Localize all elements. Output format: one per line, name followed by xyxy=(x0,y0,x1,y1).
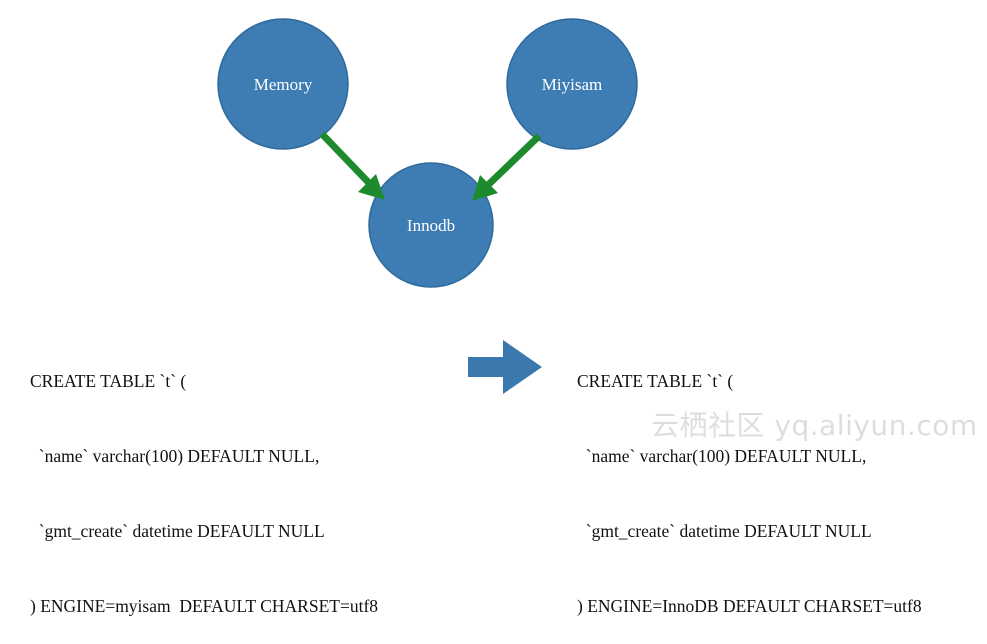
code-line: `gmt_create` datetime DEFAULT NULL xyxy=(577,521,872,541)
miyisam-node xyxy=(506,18,638,150)
create-table-innodb-code: CREATE TABLE `t` ( `name` varchar(100) D… xyxy=(577,319,922,644)
memory-to-innodb-arrow-head xyxy=(358,174,385,200)
engine-migration-diagram: Memory Miyisam Innodb xyxy=(217,18,638,394)
code-line: CREATE TABLE `t` ( xyxy=(577,371,734,391)
site-watermark: 云栖社区 yq.aliyun.com xyxy=(651,409,978,442)
memory-node-label: Memory xyxy=(254,75,313,94)
memory-node xyxy=(217,18,349,150)
transform-arrow xyxy=(468,340,542,394)
code-line: `name` varchar(100) DEFAULT NULL, xyxy=(30,446,320,466)
miyisam-to-innodb-arrow-head xyxy=(472,175,498,201)
code-line: `gmt_create` datetime DEFAULT NULL xyxy=(30,521,325,541)
miyisam-to-innodb-arrow-shaft xyxy=(485,133,542,188)
miyisam-node-label: Miyisam xyxy=(542,75,602,94)
innodb-node xyxy=(368,162,494,288)
code-line: CREATE TABLE `t` ( xyxy=(30,371,187,391)
memory-to-innodb-arrow-shaft xyxy=(319,131,373,187)
create-table-myisam-code: CREATE TABLE `t` ( `name` varchar(100) D… xyxy=(30,319,378,644)
innodb-node-label: Innodb xyxy=(407,216,455,235)
code-line: ) ENGINE=myisam DEFAULT CHARSET=utf8 xyxy=(30,596,379,616)
code-line: ) ENGINE=InnoDB DEFAULT CHARSET=utf8 xyxy=(577,596,922,616)
code-line: `name` varchar(100) DEFAULT NULL, xyxy=(577,446,867,466)
